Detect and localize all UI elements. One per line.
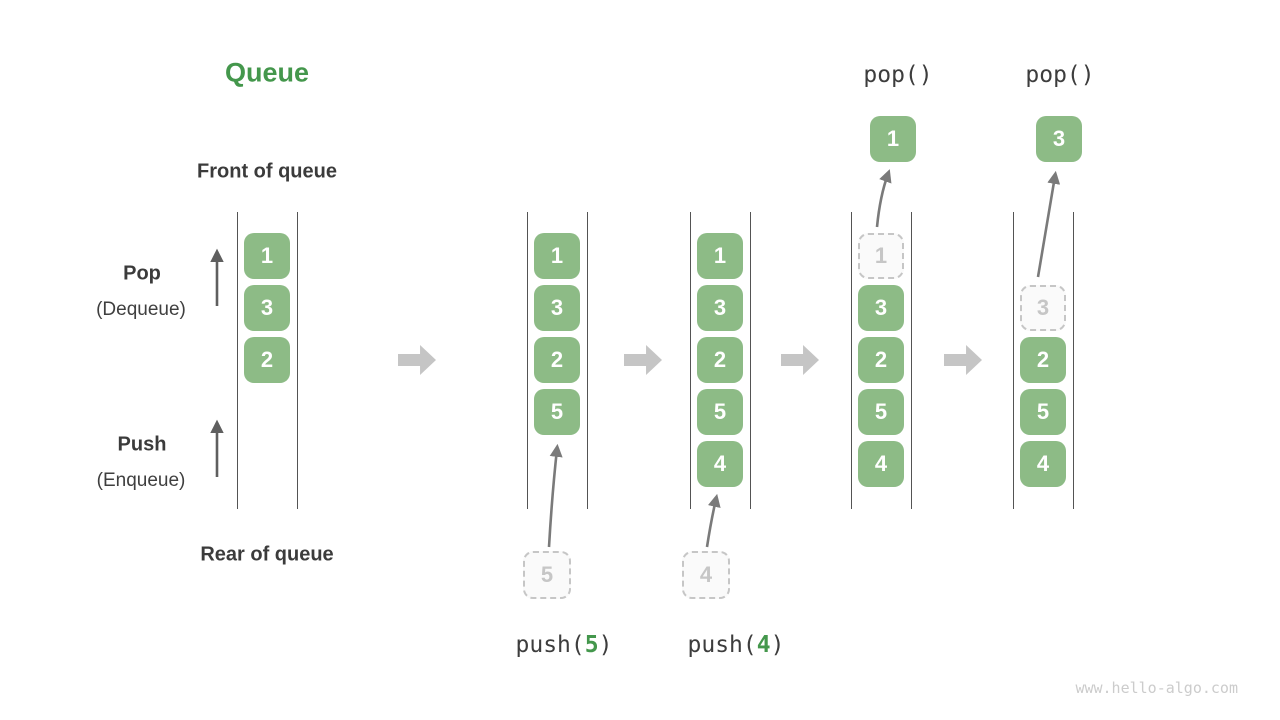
queue-cell: 5 xyxy=(534,389,580,435)
push-ghost-box: 5 xyxy=(523,551,571,599)
queue-cell: 2 xyxy=(244,337,290,383)
popped-value-box: 3 xyxy=(1036,116,1082,162)
queue-cell: 3 xyxy=(534,285,580,331)
site-watermark: www.hello-algo.com xyxy=(1075,679,1238,697)
queue-cell: 2 xyxy=(534,337,580,383)
flow-arrow-icon xyxy=(781,345,819,375)
queue-cell: 5 xyxy=(858,389,904,435)
push-call-arg: 5 xyxy=(584,632,599,658)
queue-cell: 4 xyxy=(858,441,904,487)
push-call-arg: 4 xyxy=(756,632,771,658)
queue-cell: 2 xyxy=(1020,337,1066,383)
queue-cell: 3 xyxy=(697,285,743,331)
queue-cell: 5 xyxy=(697,389,743,435)
diagram-title: Queue xyxy=(224,57,310,88)
queue-cell: 3 xyxy=(858,285,904,331)
queue-cell: 2 xyxy=(858,337,904,383)
queue-cell: 1 xyxy=(697,233,743,279)
queue-ghost-cell: 1 xyxy=(858,233,904,279)
queue-cell: 3 xyxy=(244,285,290,331)
queue-cell: 5 xyxy=(1020,389,1066,435)
push-label: Push xyxy=(117,433,167,456)
enqueue-label: (Enqueue) xyxy=(96,470,186,491)
queue-cell: 4 xyxy=(697,441,743,487)
queue-cell: 4 xyxy=(1020,441,1066,487)
push-call-prefix: push( xyxy=(687,632,757,658)
queue-column-4: 1 3 2 5 4 xyxy=(851,212,912,509)
queue-column-1: 1 3 2 xyxy=(237,212,298,509)
rear-of-queue-label: Rear of queue xyxy=(200,543,334,566)
queue-column-3: 1 3 2 5 4 xyxy=(690,212,751,509)
push-call-prefix: push( xyxy=(515,632,585,658)
flow-arrow-icon xyxy=(944,345,982,375)
push-call-suffix: ) xyxy=(598,632,613,658)
front-of-queue-label: Front of queue xyxy=(197,160,337,183)
queue-cell: 1 xyxy=(534,233,580,279)
dequeue-label: (Dequeue) xyxy=(96,299,186,320)
push-call-suffix: ) xyxy=(770,632,785,658)
queue-cell: 1 xyxy=(244,233,290,279)
flow-arrow-icon xyxy=(398,345,436,375)
push-ghost-box: 4 xyxy=(682,551,730,599)
push-call-label: push(4) xyxy=(688,632,785,658)
popped-value-box: 1 xyxy=(870,116,916,162)
pop-call-label: pop() xyxy=(863,62,933,88)
queue-column-5: 3 2 5 4 xyxy=(1013,212,1074,509)
queue-column-2: 1 3 2 5 xyxy=(527,212,588,509)
flow-arrow-icon xyxy=(624,345,662,375)
pop-call-label: pop() xyxy=(1025,62,1095,88)
queue-cell: 2 xyxy=(697,337,743,383)
push-call-label: push(5) xyxy=(516,632,613,658)
pop-label: Pop xyxy=(123,262,161,285)
queue-ghost-cell: 3 xyxy=(1020,285,1066,331)
